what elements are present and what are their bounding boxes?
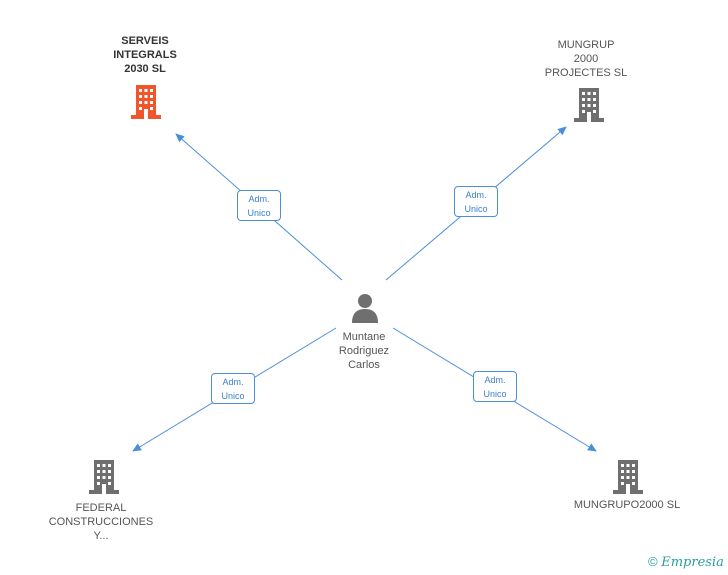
relation-label-nw: Adm. Unico [237, 190, 281, 221]
building-icon[interactable] [612, 460, 644, 494]
building-icon[interactable] [573, 88, 605, 122]
building-icon[interactable] [88, 460, 120, 494]
company-name-sw[interactable]: FEDERAL CONSTRUCCIONES Y... [48, 502, 154, 542]
relation-label-sw: Adm. Unico [211, 373, 255, 404]
company-name-ne[interactable]: MUNGRUP 2000 PROJECTES SL [544, 39, 628, 79]
copyright-icon: © [648, 554, 658, 569]
relation-label-ne: Adm. Unico [454, 186, 498, 217]
person-icon[interactable] [351, 293, 379, 323]
brand-name: Empresia [661, 555, 724, 570]
relation-label-se: Adm. Unico [473, 371, 517, 402]
company-name-nw[interactable]: SERVEIS INTEGRALS 2030 SL [113, 35, 177, 75]
building-icon[interactable] [130, 85, 162, 119]
person-name[interactable]: Muntane Rodriguez Carlos [338, 331, 390, 371]
company-name-se[interactable]: MUNGRUPO2000 SL [573, 499, 681, 511]
footer-brand[interactable]: © Empresia [648, 554, 724, 570]
